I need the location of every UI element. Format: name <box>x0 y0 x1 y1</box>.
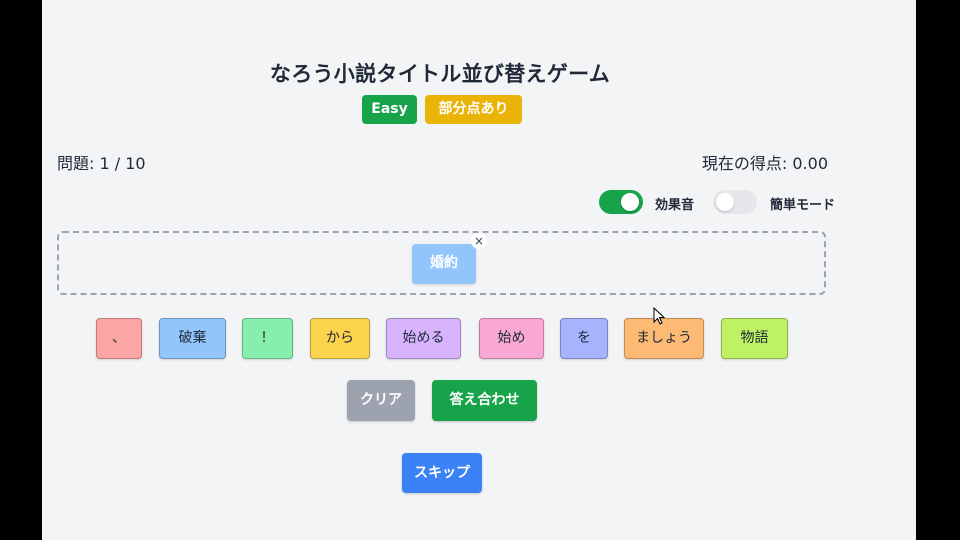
question-counter: 問題: 1 / 10 <box>57 154 146 173</box>
word-chip[interactable]: 始め <box>479 318 544 359</box>
partial-score-badge: 部分点あり <box>425 95 522 124</box>
answer-drop-area[interactable]: 婚約 × <box>57 231 826 295</box>
word-chip[interactable]: ！ <box>242 318 293 359</box>
page-title: なろう小説タイトル並び替えゲーム <box>269 62 611 86</box>
easy-mode-toggle[interactable] <box>713 190 757 214</box>
easy-mode-label: 簡単モード <box>770 198 836 213</box>
word-chip[interactable]: 物語 <box>721 318 788 359</box>
current-score: 現在の得点: 0.00 <box>701 154 828 173</box>
toggle-knob <box>621 193 639 211</box>
word-chip[interactable]: 破棄 <box>159 318 226 359</box>
skip-button[interactable]: スキップ <box>402 453 482 493</box>
placed-word-chip[interactable]: 婚約 <box>412 244 476 284</box>
word-chip[interactable]: ましょう <box>624 318 704 359</box>
word-chip[interactable]: から <box>310 318 370 359</box>
word-chip[interactable]: 、 <box>96 318 142 359</box>
word-chip[interactable]: を <box>560 318 608 359</box>
toggle-knob <box>716 193 734 211</box>
difficulty-badge: Easy <box>362 95 417 124</box>
close-icon[interactable]: × <box>471 233 487 249</box>
sound-effects-toggle[interactable] <box>599 190 643 214</box>
game-container: なろう小説タイトル並び替えゲーム Easy 部分点あり 問題: 1 / 10 現… <box>42 0 916 540</box>
clear-button[interactable]: クリア <box>347 380 415 421</box>
mouse-cursor-icon <box>653 307 666 325</box>
check-answer-button[interactable]: 答え合わせ <box>432 380 537 421</box>
sound-effects-label: 効果音 <box>655 198 695 213</box>
word-chip[interactable]: 始める <box>386 318 461 359</box>
